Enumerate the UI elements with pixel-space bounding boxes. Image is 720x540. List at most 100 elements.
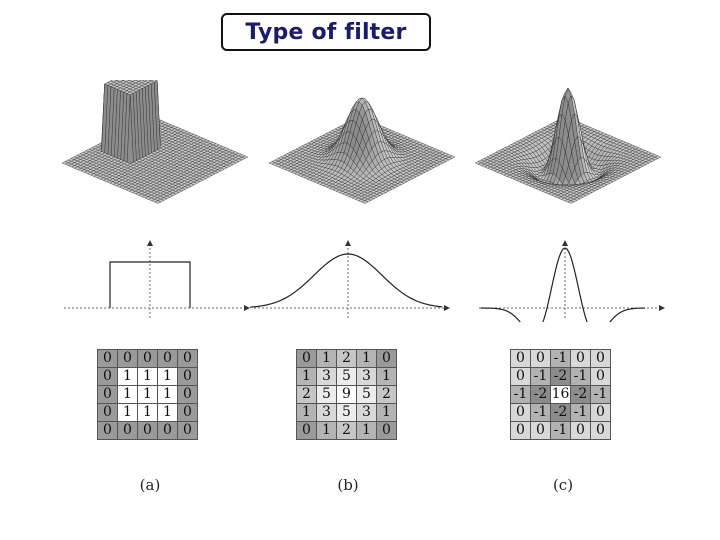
kernel-cell: 0 — [97, 367, 118, 386]
kernel-cell: 3 — [316, 367, 337, 386]
kernel-cell: -2 — [550, 403, 571, 422]
kernel-cell: 0 — [590, 367, 611, 386]
box-profile-curve — [109, 261, 191, 308]
kernel-cell: 5 — [336, 367, 357, 386]
gaussian-filter-surface — [268, 97, 456, 204]
kernel-cell: 0 — [97, 385, 118, 404]
kernel-cell: 1 — [316, 349, 337, 368]
kernel-cell: 0 — [97, 403, 118, 422]
kernel-cell: 1 — [356, 421, 377, 440]
page-title: Type of filter — [245, 19, 407, 45]
box-filter-profile — [64, 240, 250, 318]
gaussian-profile-curve — [250, 253, 443, 308]
kernel-cell: 1 — [117, 403, 138, 422]
mesh-grid — [268, 97, 456, 204]
kernel-cell: 0 — [97, 349, 118, 368]
kernel-cell: 0 — [177, 349, 198, 368]
kernel-cell: 0 — [570, 349, 591, 368]
mesh-grid — [474, 87, 662, 204]
kernel-cell: 2 — [336, 421, 357, 440]
kernel-cell: 2 — [336, 349, 357, 368]
kernel-cell: 0 — [296, 349, 317, 368]
kernel-cell: 0 — [137, 349, 158, 368]
kernel-cell: 0 — [376, 421, 397, 440]
kernel-cell: 2 — [296, 385, 317, 404]
kernel-cell: 0 — [530, 421, 551, 440]
caption-a: (a) — [139, 476, 161, 494]
kernel-cell: 1 — [356, 349, 377, 368]
laplacian-of-gaussian-profile — [479, 240, 665, 322]
kernel-cell: 1 — [137, 403, 158, 422]
kernel-cell: -1 — [510, 385, 531, 404]
kernel-cell: 1 — [137, 385, 158, 404]
kernel-cell: -1 — [530, 367, 551, 386]
caption-b: (b) — [337, 476, 359, 494]
kernel-cell: 1 — [296, 403, 317, 422]
kernel-cell: 0 — [177, 385, 198, 404]
title-box: Type of filter — [221, 13, 431, 51]
kernel-cell: 2 — [376, 385, 397, 404]
kernel-cell: 5 — [336, 403, 357, 422]
kernel-cell: -2 — [530, 385, 551, 404]
kernel-cell: 5 — [316, 385, 337, 404]
kernel-cell: 0 — [177, 367, 198, 386]
kernel-cell: -2 — [550, 367, 571, 386]
kernel-cell: 0 — [157, 349, 178, 368]
mesh-grid — [61, 80, 249, 204]
kernel-cell: 16 — [550, 385, 571, 404]
kernel-cell: 1 — [296, 367, 317, 386]
kernel-cell: 0 — [157, 421, 178, 440]
kernel-cell: 3 — [316, 403, 337, 422]
caption-c: (c) — [552, 476, 574, 494]
kernel-cell: 0 — [137, 421, 158, 440]
kernel-cell: 0 — [376, 349, 397, 368]
log-profile-curve — [481, 247, 645, 322]
kernel-cell: 0 — [177, 421, 198, 440]
kernel-cell: 1 — [157, 403, 178, 422]
kernel-cell: 1 — [157, 367, 178, 386]
kernel-cell: 0 — [117, 349, 138, 368]
box-filter-surface — [61, 80, 249, 204]
kernel-cell: 5 — [356, 385, 377, 404]
kernel-cell: -1 — [550, 421, 571, 440]
kernel-cell: -1 — [590, 385, 611, 404]
kernel-cell: 0 — [530, 349, 551, 368]
kernel-cell: 0 — [177, 403, 198, 422]
kernel-cell: -1 — [570, 403, 591, 422]
kernel-cell: 0 — [590, 403, 611, 422]
kernel-cell: 1 — [376, 367, 397, 386]
kernel-cell: 0 — [510, 349, 531, 368]
kernel-cell: 1 — [316, 421, 337, 440]
kernel-cell: -2 — [570, 385, 591, 404]
kernel-cell: 0 — [97, 421, 118, 440]
laplacian-of-gaussian-surface — [474, 87, 662, 204]
kernel-cell: -1 — [530, 403, 551, 422]
kernel-cell: 3 — [356, 403, 377, 422]
kernel-cell: 1 — [117, 385, 138, 404]
kernel-cell: 1 — [376, 403, 397, 422]
kernel-cell: 0 — [510, 403, 531, 422]
kernel-cell: 0 — [590, 349, 611, 368]
kernel-cell: -1 — [550, 349, 571, 368]
kernel-cell: 1 — [157, 385, 178, 404]
kernel-cell: 0 — [117, 421, 138, 440]
kernel-cell: 0 — [570, 421, 591, 440]
